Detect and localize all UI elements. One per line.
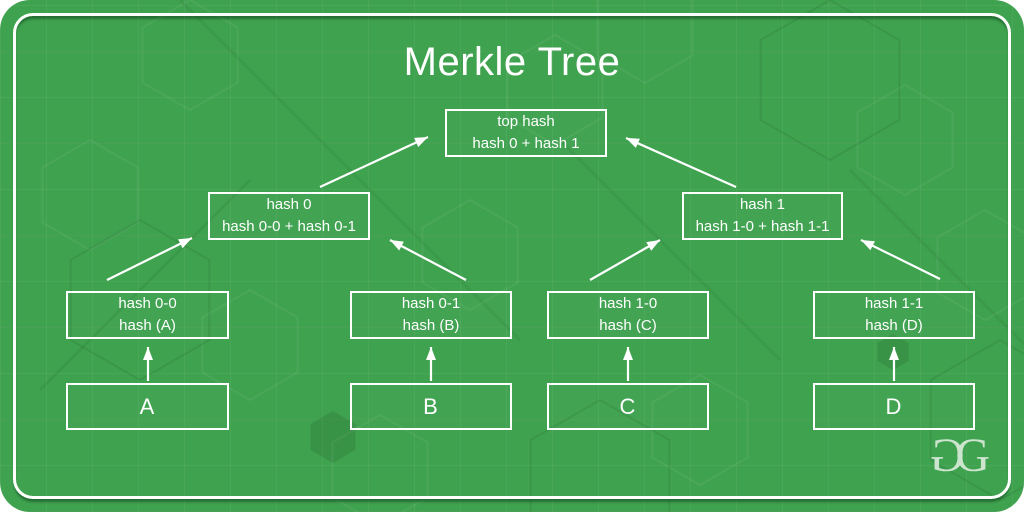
edge-hash0-to-top [319, 136, 429, 188]
node-hash-1-1: hash 1-1 hash (D) [813, 291, 975, 339]
node-hash-1-line1: hash 1 [739, 196, 786, 214]
geeksforgeeks-logo: GG [929, 429, 990, 482]
edge-leaf-c-to-hash10 [623, 347, 633, 381]
leaf-a-label: A [139, 393, 156, 419]
edge-leaf-d-to-hash11 [889, 347, 899, 381]
edge-hash10-to-hash1 [589, 239, 661, 281]
node-hash-1-0-line2: hash (C) [599, 317, 657, 334]
edge-hash1-to-top [625, 136, 737, 189]
figure-title: Merkle Tree [403, 40, 621, 84]
node-hash-1: hash 1 hash 1-0 + hash 1-1 [682, 192, 843, 240]
leaf-d-label: D [885, 393, 903, 419]
edge-hash11-to-hash1 [860, 239, 941, 280]
node-hash-1-line2: hash 1-0 + hash 1-1 [695, 218, 830, 235]
node-hash-1-0-line1: hash 1-0 [598, 295, 658, 313]
edge-leaf-b-to-hash01 [426, 347, 436, 381]
node-leaf-b: B [350, 383, 512, 430]
edge-hash01-to-hash0 [389, 239, 467, 281]
node-hash-0-line1: hash 0 [266, 196, 312, 214]
node-hash-1-1-line2: hash (D) [865, 317, 923, 334]
node-top-hash-line2: hash 0 + hash 1 [472, 135, 580, 152]
logo-reversed-g-letter: G [929, 429, 965, 482]
node-top-hash: top hash hash 0 + hash 1 [445, 109, 607, 157]
node-hash-0: hash 0 hash 0-0 + hash 0-1 [208, 192, 370, 240]
leaf-b-label: B [423, 393, 439, 419]
node-leaf-a: A [66, 383, 229, 430]
edge-hash00-to-hash0 [106, 237, 193, 281]
leaf-c-label: C [619, 393, 637, 419]
node-hash-0-0-line2: hash (A) [119, 317, 176, 334]
node-hash-0-0: hash 0-0 hash (A) [66, 291, 229, 339]
node-hash-1-1-line1: hash 1-1 [864, 295, 924, 313]
node-top-hash-line1: top hash [497, 113, 555, 131]
node-hash-0-0-line1: hash 0-0 [118, 295, 177, 313]
node-hash-0-line2: hash 0-0 + hash 0-1 [222, 218, 356, 235]
logo-g-letter: G [955, 429, 990, 482]
node-hash-0-1: hash 0-1 hash (B) [350, 291, 512, 339]
node-hash-0-1-line2: hash (B) [402, 317, 460, 334]
node-leaf-c: C [547, 383, 709, 430]
node-hash-1-0: hash 1-0 hash (C) [547, 291, 709, 339]
node-leaf-d: D [813, 383, 975, 430]
edge-leaf-a-to-hash00 [143, 347, 153, 381]
node-hash-0-1-line1: hash 0-1 [401, 295, 461, 313]
